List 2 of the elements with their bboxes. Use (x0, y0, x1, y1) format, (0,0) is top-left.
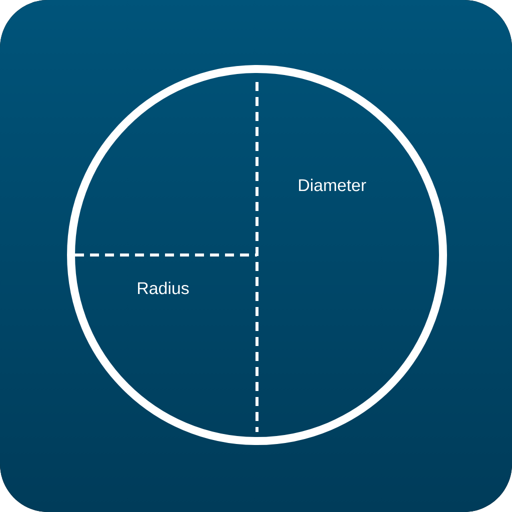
dimension-label: Diameter (299, 178, 366, 192)
dimension-label: Radius (138, 282, 189, 294)
